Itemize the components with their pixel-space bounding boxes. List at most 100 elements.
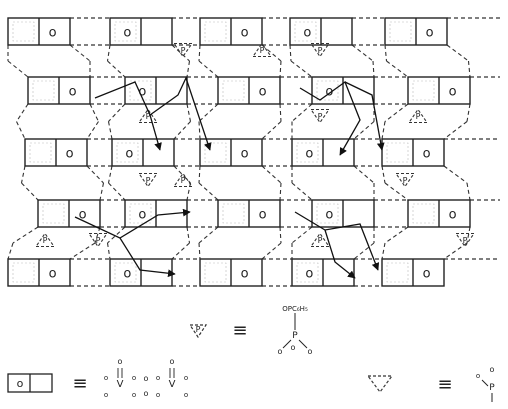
dashed-connector xyxy=(198,226,219,244)
dashed-connector xyxy=(86,165,104,184)
dashed-connector xyxy=(279,226,282,244)
triangle-outline xyxy=(172,172,194,188)
dashed-connector xyxy=(466,226,471,244)
vo-cell: o xyxy=(407,76,471,105)
phosphorus-triangle: P xyxy=(394,172,416,188)
triangle-outline xyxy=(309,42,331,58)
dashed-connector xyxy=(21,182,39,201)
dashed-connector xyxy=(186,182,192,201)
dashed-connector xyxy=(198,103,219,122)
dashed-connector xyxy=(99,182,105,201)
dashed-connector xyxy=(106,44,111,62)
hydrogen-bond-arrows xyxy=(74,76,385,279)
dashed-connector xyxy=(107,165,113,184)
vo-cell-inner xyxy=(29,142,52,163)
dashed-connector xyxy=(7,60,29,78)
dashed-connector xyxy=(291,182,313,201)
triangle-outline xyxy=(137,108,159,124)
connection-arrow xyxy=(324,229,356,279)
legend-phosphate: ≡oPo xyxy=(366,365,495,402)
phosphorus-triangle: P xyxy=(309,232,331,248)
dashed-connector xyxy=(291,226,313,244)
vo-cell: o xyxy=(311,199,375,228)
dashed-connector xyxy=(94,226,101,244)
dashed-connector xyxy=(69,242,96,260)
cell-oxygen-label: o xyxy=(449,85,457,100)
cell-oxygen-label: o xyxy=(66,147,74,162)
cell-oxygen-label: o xyxy=(49,267,57,282)
cell-oxygen-label: o xyxy=(69,85,77,100)
cell-oxygen-label: o xyxy=(241,147,249,162)
dashed-connector xyxy=(351,44,374,62)
dashed-connector xyxy=(173,165,191,184)
cell-oxygen-label: o xyxy=(123,26,131,41)
triangle-outline xyxy=(309,232,331,248)
dashed-connector xyxy=(279,60,282,78)
dashed-connector xyxy=(381,165,386,184)
oxygen-label: o xyxy=(156,374,160,382)
phosphorus-label: P xyxy=(463,236,468,245)
dashed-connector xyxy=(261,165,282,184)
dashed-connector xyxy=(279,103,282,122)
vo-cell: o xyxy=(27,76,91,105)
dashed-connector xyxy=(353,121,375,140)
phosphorus-triangle: P xyxy=(309,42,331,58)
cell-oxygen-label: o xyxy=(138,208,146,223)
dashed-connector xyxy=(466,182,471,201)
dashed-connector xyxy=(198,121,201,140)
cell-oxygen-label: o xyxy=(259,85,267,100)
dashed-connector xyxy=(446,44,469,62)
dashed-connector xyxy=(384,103,409,122)
vo-cell: o xyxy=(7,258,71,287)
dashed-connector xyxy=(186,103,192,122)
oxygen-label: o xyxy=(156,391,160,399)
oxygen-label: o xyxy=(104,374,108,382)
triangle-outline xyxy=(87,232,109,248)
cell-oxygen-label: o xyxy=(305,267,313,282)
connection-arrow xyxy=(149,76,212,151)
vo-cell-inner xyxy=(412,80,435,101)
vo-cell-inner xyxy=(204,262,227,283)
vo-cell: o xyxy=(109,17,173,46)
phosphorus-triangle: P xyxy=(407,108,429,124)
phosphorus-label: P xyxy=(260,46,265,55)
legend-equals: ≡ xyxy=(72,373,87,394)
dashed-connector xyxy=(372,60,375,78)
phosphorus-triangle: P xyxy=(172,172,194,188)
oxygen-label: o xyxy=(184,391,188,399)
dashed-connector xyxy=(173,121,191,140)
phosphonate-top-label: OPC₆H₅ xyxy=(282,305,308,313)
phosphonate-o: o xyxy=(291,343,296,352)
dashed-connector xyxy=(289,44,292,62)
triangle-outline xyxy=(172,42,194,58)
dashed-connector xyxy=(20,165,26,184)
dashed-connector xyxy=(186,60,191,78)
connection-arrow xyxy=(94,81,162,151)
vanadium-label: V xyxy=(117,379,124,390)
cell-oxygen-label: o xyxy=(423,147,431,162)
vo-cell: o xyxy=(289,17,353,46)
oxygen-label: o xyxy=(118,357,123,366)
cell-oxygen-label: o xyxy=(49,26,57,41)
cell-oxygen-label: o xyxy=(79,208,87,223)
phosphorus-label: P xyxy=(146,176,151,185)
dashed-connector xyxy=(12,226,39,244)
phosphorus-label: P xyxy=(318,236,323,245)
cell-oxygen-label: o xyxy=(241,26,249,41)
dashed-connector xyxy=(291,103,313,122)
legend-triangle xyxy=(188,324,208,339)
vo-cell: o xyxy=(199,17,263,46)
phosphate-o: o xyxy=(490,365,495,374)
phosphorus-label: P xyxy=(181,46,186,55)
vo-cell: o xyxy=(384,17,448,46)
dashed-connector xyxy=(108,103,126,122)
vo-cell: o xyxy=(24,138,88,167)
dashed-connector xyxy=(106,242,111,260)
oxygen-label: o xyxy=(132,374,136,382)
vo-cell: o xyxy=(291,138,355,167)
dashed-connector xyxy=(384,182,409,201)
dashed-connector xyxy=(107,226,126,244)
